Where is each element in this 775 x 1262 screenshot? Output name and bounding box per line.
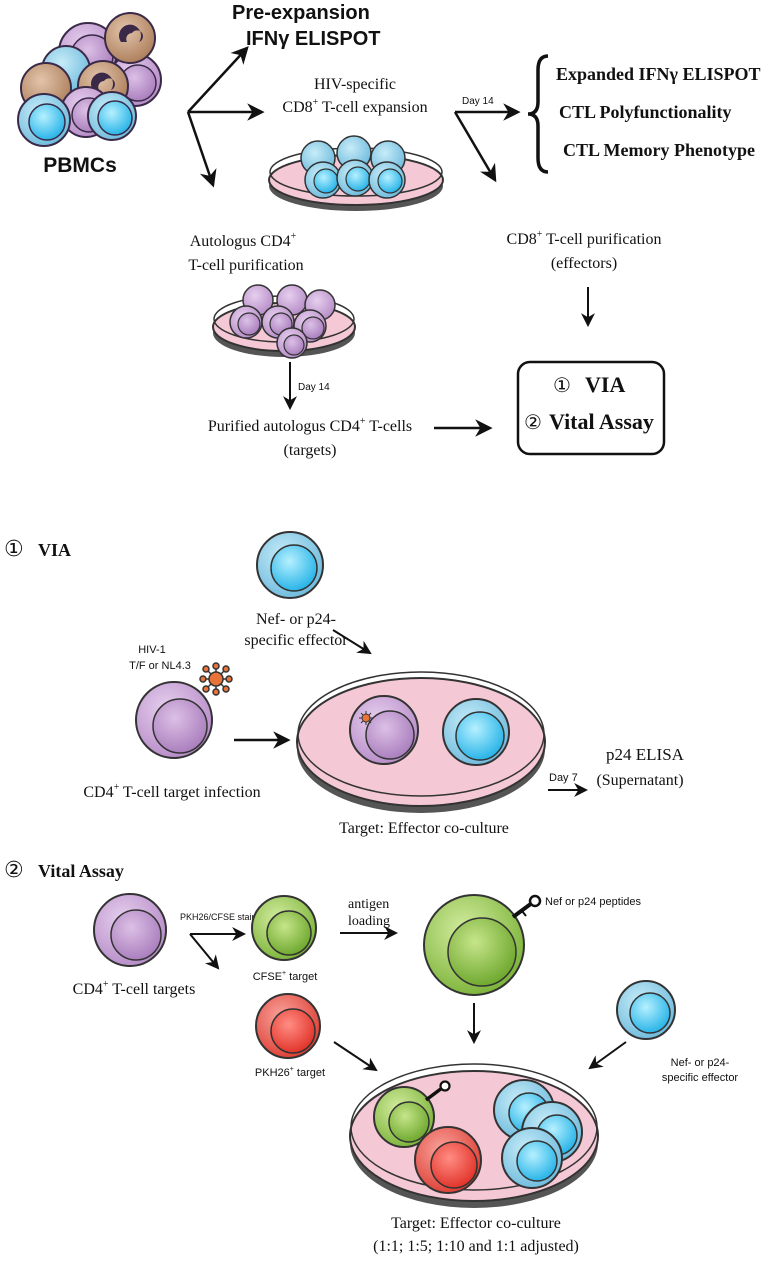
- pbmc-cluster: [17, 12, 162, 147]
- vital-cd4-target-cell: [93, 893, 167, 967]
- tf-nl43-label: T/F or NL4.3: [129, 660, 191, 672]
- pbmc-fanout-arrows: [186, 46, 265, 188]
- antigen-label: antigen: [348, 897, 389, 912]
- vital-effector-label: Nef- or p24-: [671, 1057, 730, 1069]
- hiv1-label: HIV-1: [138, 644, 166, 656]
- stain-label: PKH26/CFSE stain: [180, 912, 257, 922]
- via-day7-label: Day 7: [549, 772, 578, 784]
- assay-box-vital: Vital Assay: [549, 409, 654, 434]
- day14-label-2: Day 14: [298, 382, 330, 393]
- effectors-label: (effectors): [551, 255, 617, 272]
- vital-stain-arrows: [189, 927, 247, 970]
- via-effector-cell: [256, 531, 324, 599]
- pbmc-brown-cell: [104, 12, 156, 64]
- cd8-expansion-dish: [268, 135, 444, 211]
- ctl-memory-phenotype-label: CTL Memory Phenotype: [563, 140, 755, 160]
- cd8-expansion-blue-cells: [300, 135, 406, 199]
- pbmcs-label: PBMCs: [43, 154, 117, 177]
- pre-expansion-label: Pre-expansion: [232, 2, 370, 24]
- hiv-specific-label: HIV-specific: [314, 76, 396, 93]
- via-coculture-label: Target: Effector co-culture: [339, 820, 509, 837]
- vital-effector-label-2: specific effector: [662, 1072, 739, 1084]
- cfse-target-cell: [251, 895, 317, 961]
- peptide-loaded-target-cell: [423, 894, 542, 996]
- cfse-target-label: CFSE+ target: [253, 970, 318, 983]
- vital-heading: Vital Assay: [38, 861, 124, 881]
- ctl-polyfunctionality-label: CTL Polyfunctionality: [559, 102, 732, 122]
- peptide-receptor-icon: [511, 894, 542, 919]
- peptides-label: Nef or p24 peptides: [545, 896, 642, 908]
- intracellular-virus-icon: [359, 711, 373, 725]
- vital-coculture-ratios-label: (1:1; 1:5; 1:10 and 1:1 adjusted): [373, 1238, 579, 1255]
- vital-effector-cell: [616, 980, 676, 1040]
- p24-elisa-label: p24 ELISA: [606, 745, 685, 764]
- via-coculture-dish: [296, 671, 546, 813]
- pre-expansion-elispot-label: IFNγ ELISPOT: [246, 28, 380, 50]
- cd4-purification-purple-cells: [229, 284, 336, 359]
- pbmc-blue-cell: [87, 91, 137, 141]
- pbmc-blue-cell: [17, 93, 71, 147]
- via-infected-target-cell: [349, 695, 419, 765]
- day14-split-arrows: [453, 103, 521, 183]
- via-effector-arrow: [332, 629, 372, 655]
- pkh26-target-cell: [255, 993, 321, 1059]
- assay-box-num2: ②: [524, 412, 542, 434]
- vital-coculture-label: Target: Effector co-culture: [391, 1215, 561, 1232]
- vital-coculture-dish: [349, 1063, 599, 1208]
- pkh26-target-label: PKH26+ target: [255, 1066, 325, 1079]
- pkh26-to-dish-arrow: [333, 1041, 378, 1072]
- via-cd4-infection-label: CD4+ T-cell target infection: [83, 782, 260, 801]
- outcomes-brace: [527, 54, 549, 174]
- via-heading: VIA: [38, 540, 71, 560]
- assay-box-num1: ①: [553, 375, 571, 397]
- vital-cd4-targets-label: CD4+ T-cell targets: [73, 979, 196, 998]
- assay-box: ① VIA ② Vital Assay: [516, 360, 666, 456]
- purified-cd4-label: Purified autologus CD4+ T-cells: [208, 416, 412, 435]
- vital-heading-num: ②: [4, 857, 24, 882]
- via-effector-in-dish: [442, 698, 510, 766]
- expanded-elispot-label: Expanded IFNγ ELISPOT: [556, 64, 761, 84]
- cd8-expansion-label: CD8+ T-cell expansion: [282, 97, 427, 116]
- dish-red-target-cell: [414, 1126, 482, 1194]
- via-cd4-target-cell: [135, 681, 213, 759]
- hiv-virus-icon: [199, 662, 233, 696]
- via-effector-label: Nef- or p24-: [256, 611, 336, 628]
- dish-effector-cells: [493, 1079, 583, 1189]
- supernatant-label: (Supernatant): [596, 772, 683, 789]
- day14-label: Day 14: [462, 96, 494, 107]
- vital-effector-arrow: [588, 1041, 627, 1070]
- dish-peptide-receptor-icon: [424, 1080, 451, 1102]
- dish-green-target-cell: [373, 1080, 451, 1148]
- targets-label: (targets): [283, 442, 336, 459]
- loading-label: loading: [348, 914, 390, 929]
- assay-box-via: VIA: [585, 372, 625, 397]
- via-heading-num: ①: [4, 536, 24, 561]
- cd4-purification-dish: [212, 284, 356, 359]
- cd8-purification-label: CD8+ T-cell purification: [507, 229, 662, 248]
- autologus-cd4-label: Autologus CD4+: [190, 231, 297, 250]
- via-effector-label-2: specific effector: [244, 632, 348, 649]
- t-cell-purification-label: T-cell purification: [188, 257, 303, 274]
